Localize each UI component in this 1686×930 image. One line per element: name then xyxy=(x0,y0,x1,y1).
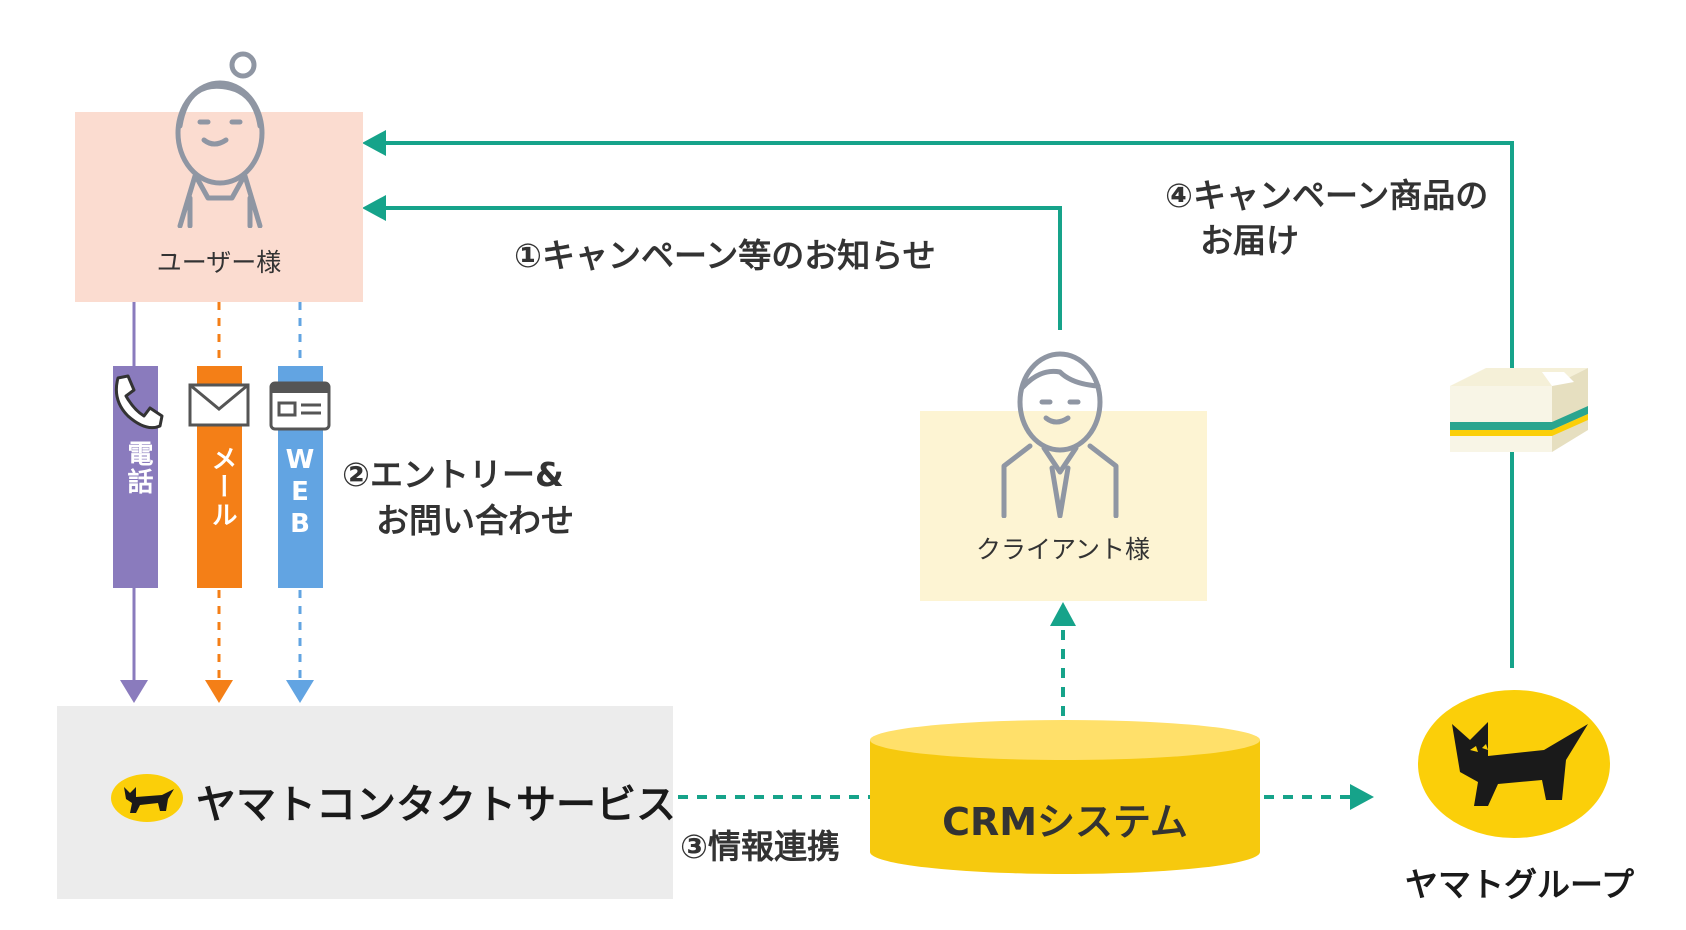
step2-label-line2: お問い合わせ xyxy=(376,501,574,540)
crm-system-cylinder xyxy=(870,720,1260,874)
browser-icon xyxy=(269,381,331,431)
black-cat-logo-small xyxy=(111,774,183,822)
campaign-notice-arrow xyxy=(362,195,1062,330)
crm-client-arrow xyxy=(1050,602,1076,735)
crm-label: CRMシステム xyxy=(942,800,1188,844)
client-label: クライアント様 xyxy=(975,535,1150,564)
black-cat-logo-large xyxy=(1418,690,1610,838)
web-channel-label: WEB xyxy=(285,445,315,541)
user-label: ユーザー様 xyxy=(156,248,282,277)
service-label: ヤマトコンタクトサービス xyxy=(196,782,676,828)
mail-channel-label: メール xyxy=(207,445,237,529)
package-box-icon xyxy=(1450,368,1588,452)
group-label: ヤマトグループ xyxy=(1405,865,1635,904)
delivery-arrow xyxy=(362,130,1514,668)
step4-label-line1: ④キャンペーン商品の xyxy=(1165,176,1489,215)
crm-group-arrow xyxy=(1264,784,1374,810)
step2-label-line1: ②エントリー& xyxy=(342,455,564,494)
user-woman-icon xyxy=(175,51,265,228)
web-channel-line xyxy=(286,302,314,703)
mail-icon xyxy=(188,383,250,427)
phone-icon xyxy=(114,374,164,430)
phone-channel-label: 電話 xyxy=(123,440,153,496)
step1-label: ①キャンペーン等のお知らせ xyxy=(514,236,936,275)
step3-label: ③情報連携 xyxy=(680,827,840,866)
step4-label-line2: お届け xyxy=(1200,221,1299,260)
client-man-icon xyxy=(1001,351,1119,518)
mail-channel-line xyxy=(205,302,233,703)
